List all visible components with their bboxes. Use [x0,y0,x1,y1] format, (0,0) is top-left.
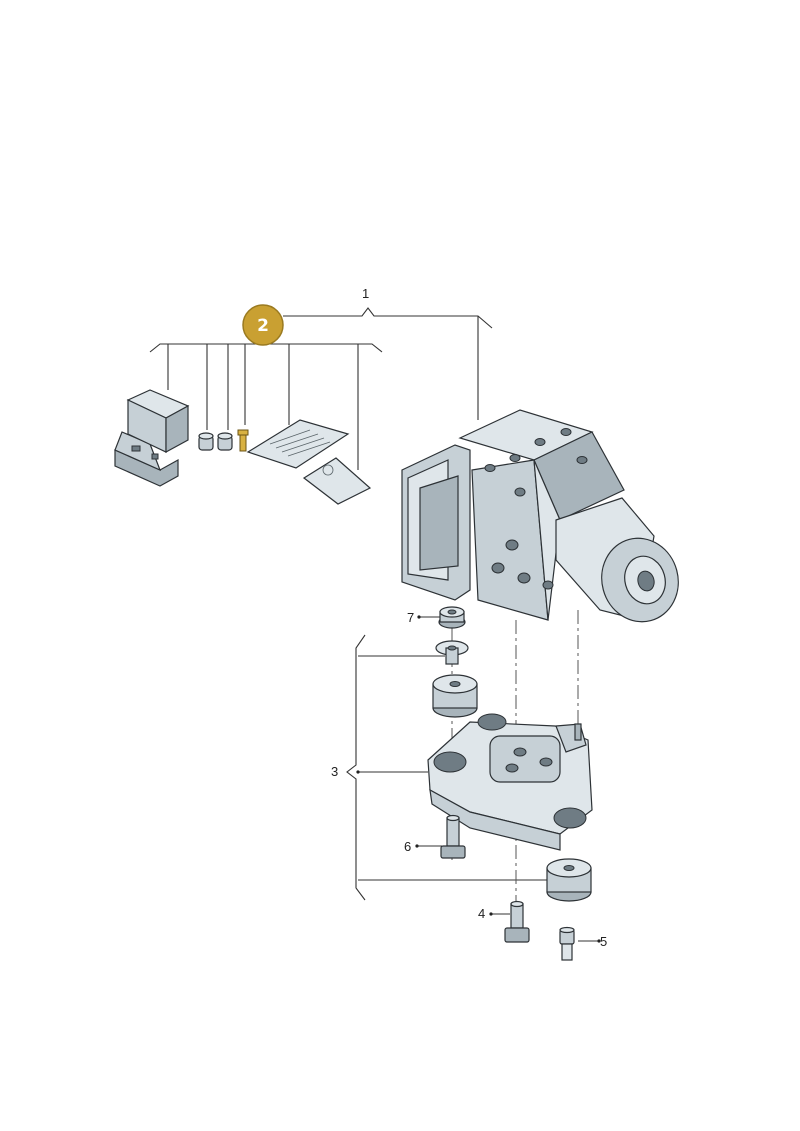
mounting-bracket [427,713,593,851]
part-4-bolt [504,900,530,943]
upper-rubber-bushing [432,674,478,718]
part-6-bolt [440,814,466,859]
lower-rubber-bushing [546,858,592,902]
part-5-stud [559,926,575,961]
callout-5: 5 [600,934,607,949]
gold-screw [237,429,249,452]
control-unit-kit [114,389,372,505]
leader-lines [149,307,598,942]
plug-1 [198,432,214,451]
callout-4: 4 [478,906,485,921]
callout-1: 1 [362,286,369,301]
numbered-badge-icon [242,304,284,346]
callout-2: 2 [257,316,269,336]
spacer-sleeve [435,640,469,665]
abs-hydraulic-unit [401,409,679,623]
callout-6: 6 [404,839,411,854]
callout-labels: 1 3 4 5 6 7 [331,286,607,949]
callout-7: 7 [407,610,414,625]
instruction-sheet [246,419,350,469]
control-module [114,389,190,487]
seal-packet [302,457,372,505]
highlight-badge-2[interactable]: 2 [242,304,284,346]
callout-3: 3 [331,764,338,779]
part-3-bracket-assembly [427,640,593,902]
part-7-nut [438,606,466,629]
plug-2 [217,432,233,451]
